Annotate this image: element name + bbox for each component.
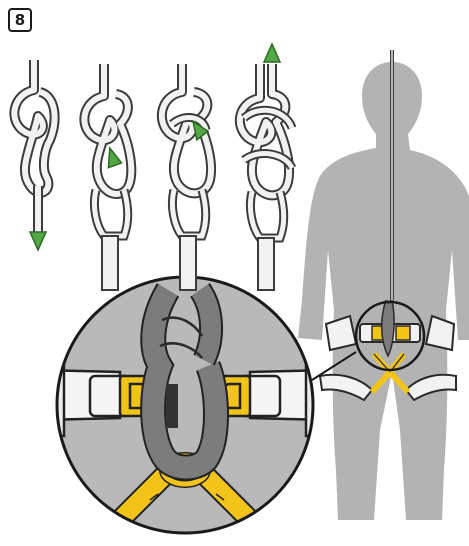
green-arrow-icon bbox=[264, 44, 280, 62]
knot-stage-2 bbox=[84, 64, 131, 290]
knot-stage-1 bbox=[14, 60, 54, 250]
green-arrow-icon bbox=[30, 232, 46, 250]
knot-stage-3 bbox=[162, 64, 211, 290]
climber-silhouette bbox=[298, 62, 469, 520]
knot-stage-4 bbox=[240, 44, 292, 290]
zoomed-detail-view bbox=[35, 277, 336, 533]
